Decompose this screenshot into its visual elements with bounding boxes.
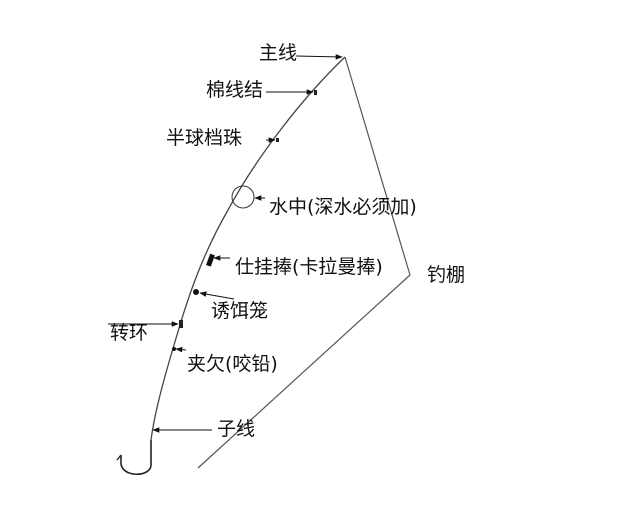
split-shot-mark bbox=[172, 347, 176, 351]
hook-icon bbox=[120, 440, 152, 476]
label-cotton-knot: 棉线结 bbox=[206, 79, 264, 101]
label-main-line: 主线 bbox=[259, 42, 298, 64]
rod-line bbox=[197, 56, 411, 469]
label-swivel: 转环 bbox=[110, 322, 149, 344]
label-bobber-stick: 仕挂捧(卡拉曼捧) bbox=[235, 256, 383, 278]
arrow-main-line bbox=[295, 54, 343, 60]
swivel-mark bbox=[179, 320, 183, 328]
hook-barb bbox=[116, 454, 122, 461]
float-circle bbox=[231, 185, 255, 209]
label-bait-cage: 诱饵笼 bbox=[211, 300, 269, 322]
label-leader: 子线 bbox=[217, 418, 256, 440]
bobber-stick-mark bbox=[206, 253, 215, 267]
arrow-bait-cage bbox=[199, 291, 235, 300]
cotton-knot-mark bbox=[314, 90, 317, 95]
half-bead-mark bbox=[276, 138, 279, 142]
main-line-curve bbox=[150, 56, 346, 441]
arrow-split-shot bbox=[175, 346, 187, 353]
label-float: 水中(深水必须加) bbox=[269, 196, 417, 218]
label-half-bead: 半球档珠 bbox=[166, 127, 243, 149]
label-split-shot: 夹欠(咬铅) bbox=[187, 353, 278, 375]
bait-cage-mark bbox=[193, 289, 199, 295]
label-rod: 钓棚 bbox=[427, 264, 466, 286]
